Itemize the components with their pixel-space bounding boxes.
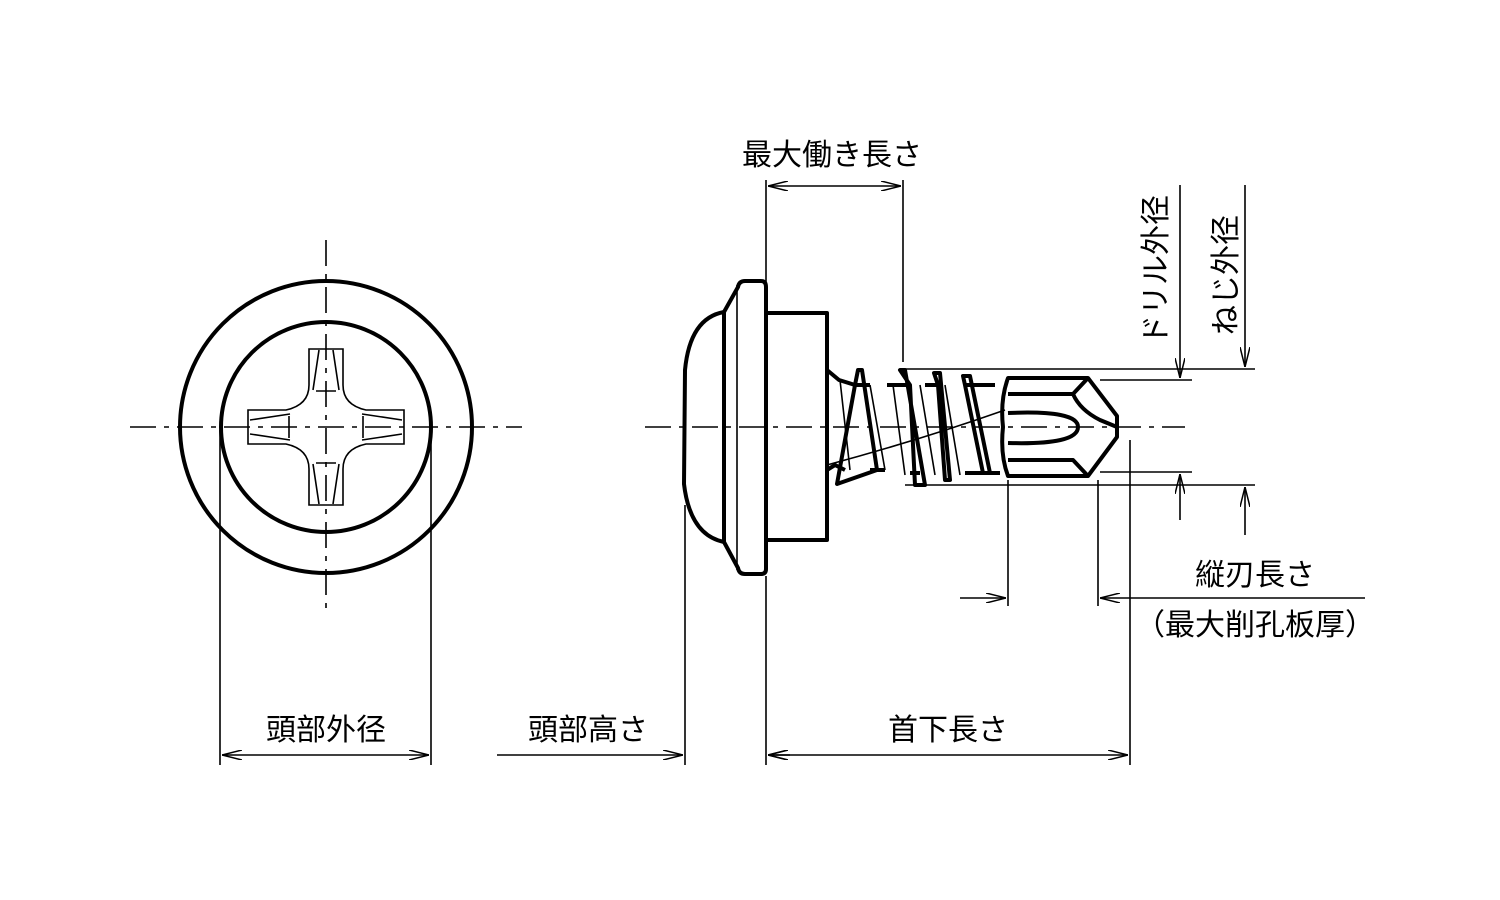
head-dome xyxy=(682,310,725,544)
head-height-label: 頭部高さ xyxy=(528,713,648,748)
thread xyxy=(825,368,1255,487)
phillips-recess-icon xyxy=(247,348,405,506)
side-view: 最大働き長さ ドリル外径 ねじ外径 縦刃長さ （最大削孔板厚） 頭部高さ 首下長… xyxy=(497,138,1375,765)
drill-point xyxy=(1000,376,1119,478)
head-outline xyxy=(219,320,433,534)
length-under-head-label: 首下長さ xyxy=(888,713,1008,748)
washer-outline xyxy=(178,279,474,575)
max-working-length-label: 最大働き長さ xyxy=(742,138,922,173)
top-view: 頭部外径 xyxy=(130,240,522,765)
flute-length-label: 縦刃長さ xyxy=(1195,558,1315,593)
thread-diameter-label: ねじ外径 xyxy=(1209,215,1244,335)
drill-diameter-label: ドリル外径 xyxy=(1139,195,1174,345)
head-diameter-label: 頭部外径 xyxy=(266,713,386,748)
head-flange xyxy=(722,279,768,576)
sealing-washer xyxy=(764,311,829,542)
max-plate-thickness-label: （最大削孔板厚） xyxy=(1135,608,1375,643)
